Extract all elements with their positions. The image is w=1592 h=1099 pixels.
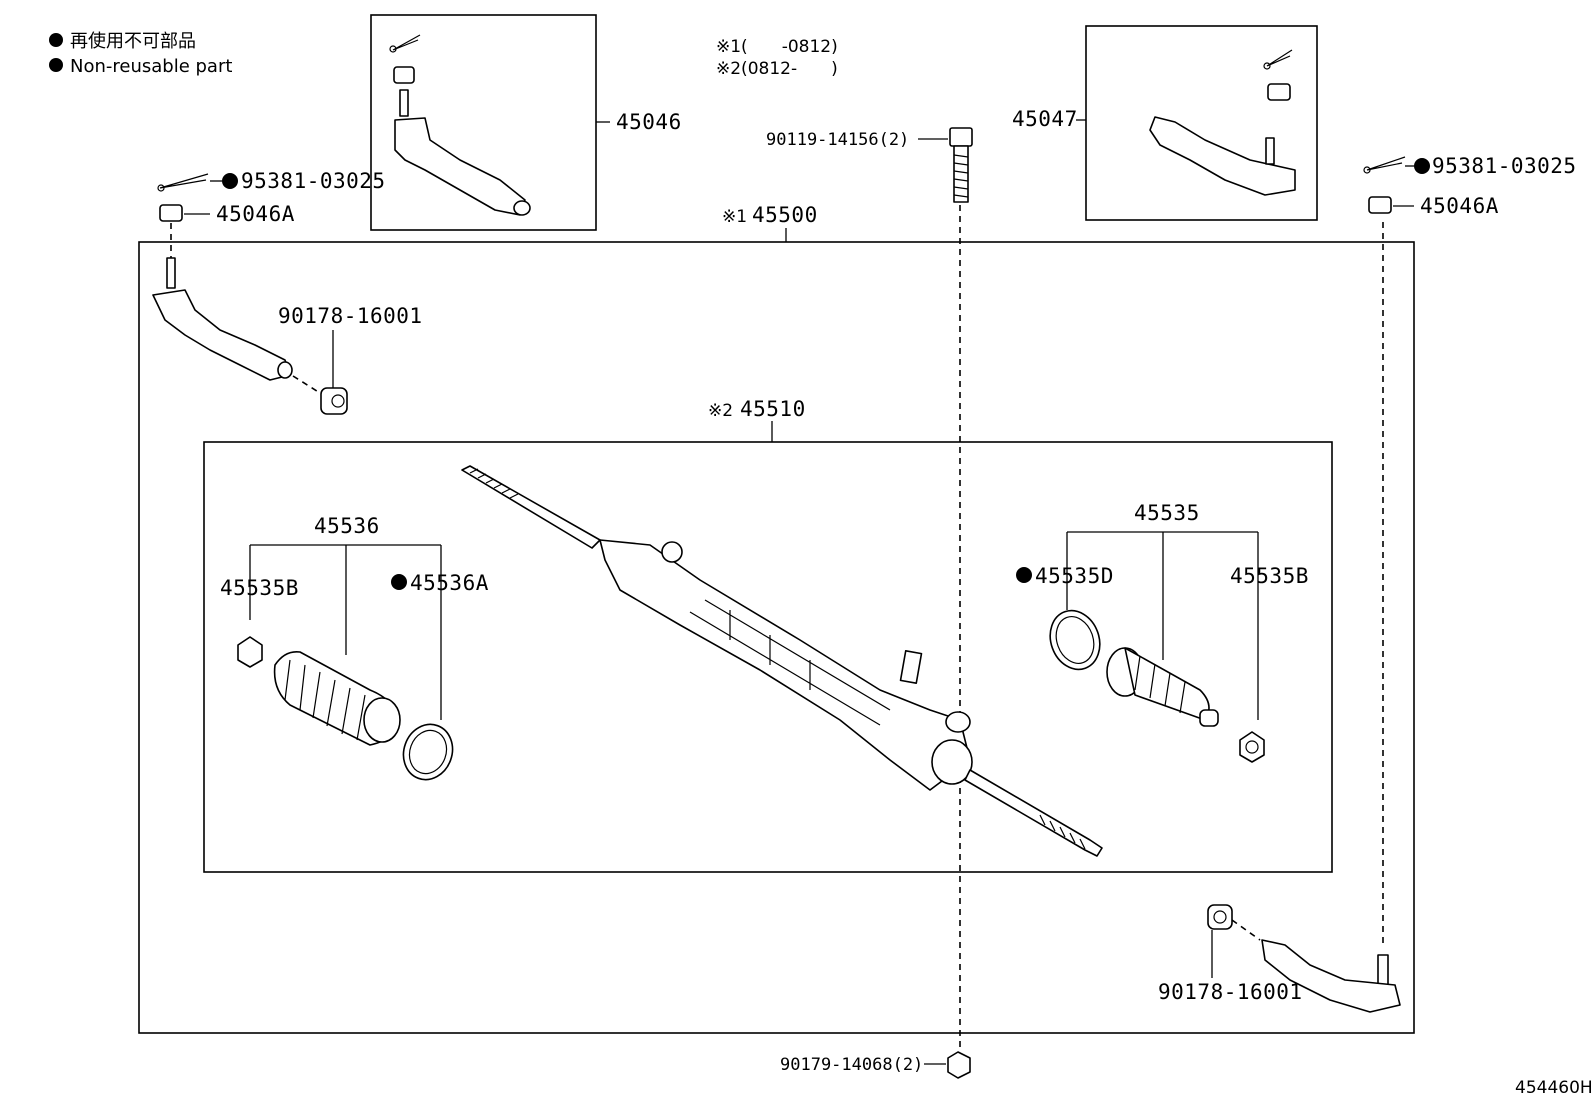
label-90178-16001-right: 90178-16001 bbox=[1158, 980, 1303, 1004]
label-95381-03025-left: 95381-03025 bbox=[241, 169, 386, 193]
non-reusable-dot-icon bbox=[1016, 567, 1032, 583]
label-90178-16001-left: 90178-16001 bbox=[278, 304, 423, 328]
tie-rod-end-right-part bbox=[1261, 939, 1401, 1013]
assembly-box-45500 bbox=[138, 241, 1415, 1034]
label-90119-14156: 90119-14156(2) bbox=[766, 130, 909, 150]
left-bushing-dashed bbox=[292, 375, 321, 394]
label-45046A-right: 45046A bbox=[1420, 194, 1499, 218]
label-45510: 45510 bbox=[740, 397, 806, 421]
rack-box-45510 bbox=[203, 441, 1333, 873]
bushing-90178-left-part bbox=[320, 387, 348, 415]
clamp-45535D-part bbox=[1049, 609, 1101, 671]
bolt-90119-part bbox=[949, 127, 973, 203]
label-45535: 45535 bbox=[1134, 501, 1200, 525]
diagram-id: 454460H bbox=[1515, 1078, 1592, 1098]
label-95381-03025-right: 95381-03025 bbox=[1432, 154, 1577, 178]
clamp-45536A-part bbox=[402, 723, 454, 781]
clip-45535B-right-part bbox=[1239, 731, 1265, 763]
label-45500: 45500 bbox=[752, 203, 818, 227]
legend-english: Non-reusable part bbox=[70, 56, 232, 77]
non-reusable-dot-icon bbox=[222, 173, 238, 189]
tie-rod-end-45046-part bbox=[389, 34, 531, 216]
label-45046A-left: 45046A bbox=[216, 202, 295, 226]
label-45536: 45536 bbox=[314, 514, 380, 538]
bushing-90178-right-part bbox=[1207, 904, 1233, 930]
non-reusable-dot-icon bbox=[49, 58, 63, 72]
label-45500-mark: ※1 bbox=[722, 207, 747, 227]
nut-90179-part bbox=[947, 1051, 971, 1079]
tie-rod-end-left-part bbox=[152, 257, 293, 381]
label-45510-mark: ※2 bbox=[708, 401, 733, 421]
label-45535D: 45535D bbox=[1035, 564, 1114, 588]
tie-rod-end-45047-part bbox=[1149, 49, 1296, 196]
label-90179-14068: 90179-14068(2) bbox=[780, 1055, 923, 1075]
leader-45536 bbox=[249, 544, 442, 720]
label-45535B-left: 45535B bbox=[220, 576, 299, 600]
note-1: ※1( -0812) bbox=[716, 37, 838, 57]
nut-45046A-right-part bbox=[1368, 196, 1392, 214]
nut-45046A-left-part bbox=[159, 204, 183, 222]
non-reusable-dot-icon bbox=[391, 574, 407, 590]
steering-rack-part bbox=[461, 465, 1103, 857]
label-45046: 45046 bbox=[616, 110, 682, 134]
cotter-pin-right-part bbox=[1363, 156, 1406, 174]
non-reusable-dot-icon bbox=[1414, 158, 1430, 174]
clip-45535B-left-part bbox=[237, 636, 263, 668]
inset-box-45047 bbox=[1085, 25, 1318, 221]
boot-45536-part bbox=[273, 650, 401, 746]
boot-45535-part bbox=[1106, 647, 1219, 727]
cotter-pin-left-part bbox=[157, 173, 209, 192]
label-45536A: 45536A bbox=[410, 571, 489, 595]
right-bushing-dashed bbox=[1231, 919, 1261, 941]
legend-japanese: 再使用不可部品 bbox=[70, 31, 196, 52]
label-45535B-right: 45535B bbox=[1230, 564, 1309, 588]
leader-45535 bbox=[1066, 531, 1259, 720]
note-2: ※2(0812- ) bbox=[716, 59, 838, 79]
label-45047: 45047 bbox=[1012, 107, 1078, 131]
non-reusable-dot-icon bbox=[49, 33, 63, 47]
